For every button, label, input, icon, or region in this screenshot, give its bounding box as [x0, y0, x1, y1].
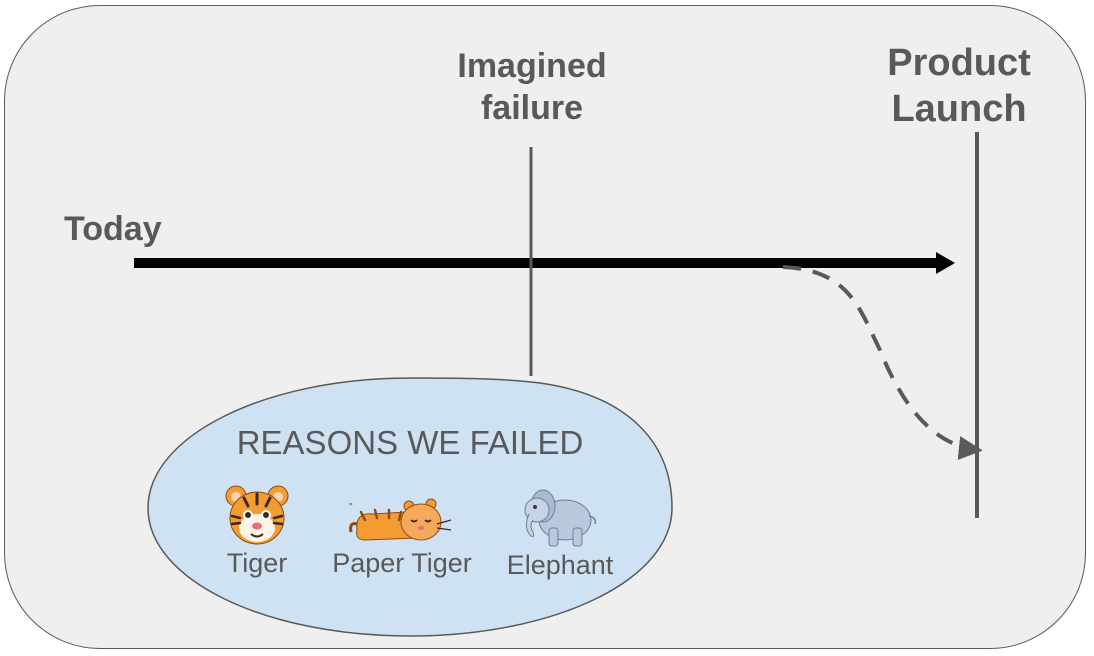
reason-label-tiger: Tiger [205, 548, 309, 579]
tiger-face-icon [222, 482, 292, 548]
deviation-dashed-arrow [783, 267, 978, 450]
reason-item-tiger: Tiger [205, 482, 309, 579]
reason-item-elephant: Elephant [494, 480, 626, 581]
reasons-title: REASONS WE FAILED [160, 424, 660, 462]
imagined-failure-label: Imagined failure [432, 45, 632, 129]
imagined-failure-label-line1: Imagined [457, 47, 606, 85]
imagined-failure-label-line2: failure [481, 89, 583, 127]
reason-label-paper-tiger: Paper Tiger [320, 548, 484, 579]
elephant-icon [515, 480, 605, 550]
product-launch-label-line2: Launch [891, 88, 1026, 130]
reason-item-paper-tiger: " Paper Tiger [320, 482, 484, 579]
product-launch-label: Product Launch [856, 40, 1062, 132]
today-label: Today [64, 208, 162, 251]
svg-text:": " [349, 502, 353, 513]
sleeping-tiger-icon: " [347, 482, 457, 548]
product-launch-label-line1: Product [887, 42, 1031, 84]
reason-label-elephant: Elephant [494, 550, 626, 581]
timeline-arrow-head [936, 252, 955, 274]
